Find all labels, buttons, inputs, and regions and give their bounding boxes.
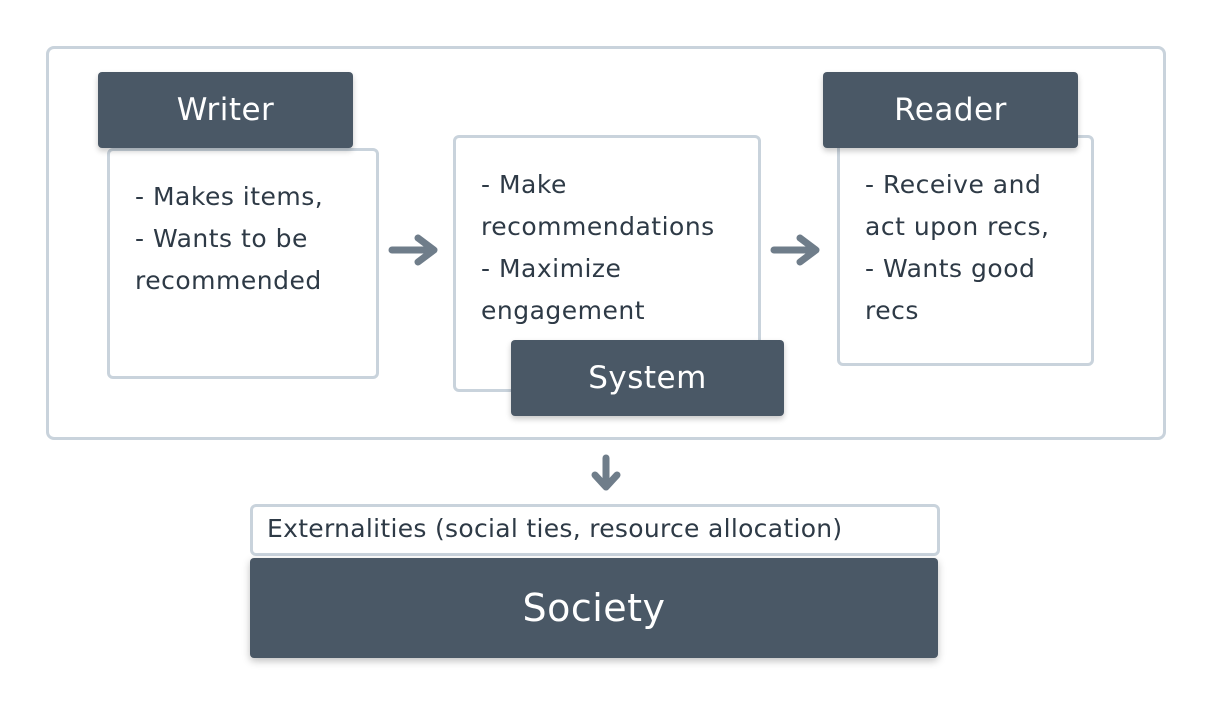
system-line: engagement	[481, 296, 646, 325]
writer-line: - Wants to be	[135, 224, 308, 253]
writer-line: - Makes items,	[135, 182, 324, 211]
system-description: - Make recommendations - Maximize engage…	[481, 164, 715, 332]
writer-description: - Makes items, - Wants to be recommended	[135, 176, 323, 302]
reader-line: act upon recs,	[865, 212, 1050, 241]
system-line: - Make	[481, 170, 567, 199]
writer-line: recommended	[135, 266, 322, 295]
society-title: Society	[250, 558, 938, 658]
reader-line: - Receive and	[865, 170, 1042, 199]
reader-line: recs	[865, 296, 919, 325]
arrow-right-icon	[388, 234, 438, 266]
arrow-down-icon	[591, 454, 621, 491]
system-line: - Maximize	[481, 254, 622, 283]
reader-card: - Receive and act upon recs, - Wants goo…	[837, 135, 1094, 366]
reader-line: - Wants good	[865, 254, 1036, 283]
system-frame	[46, 46, 1166, 440]
system-title: System	[511, 340, 784, 416]
arrow-right-icon	[770, 234, 820, 266]
writer-title: Writer	[98, 72, 353, 148]
externalities-box: Externalities (social ties, resource all…	[250, 504, 940, 556]
system-line: recommendations	[481, 212, 715, 241]
reader-description: - Receive and act upon recs, - Wants goo…	[865, 164, 1049, 332]
externalities-label: Externalities (social ties, resource all…	[267, 514, 843, 543]
reader-title: Reader	[823, 72, 1078, 148]
writer-card: - Makes items, - Wants to be recommended	[107, 148, 379, 379]
